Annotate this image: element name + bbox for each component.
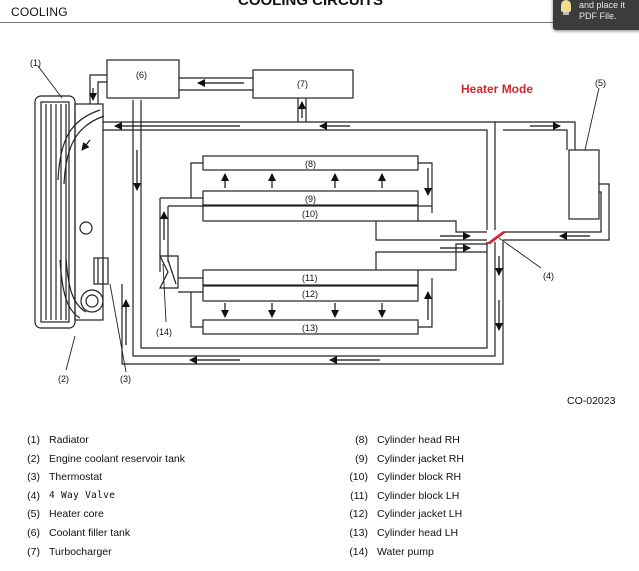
callout-8: (8) — [305, 159, 316, 169]
callout-7: (7) — [297, 79, 308, 89]
callout-6: (6) — [136, 70, 147, 80]
legend-item: (1)Radiator — [27, 434, 89, 446]
legend-left: (1)Radiator (2)Engine coolant reservoir … — [10, 431, 185, 561]
callout-5: (5) — [595, 78, 606, 88]
turbocharger — [252, 69, 354, 99]
callout-9: (9) — [305, 194, 316, 204]
cylinder-block-rh — [202, 205, 419, 222]
legend-item: (9)Cylinder jacket RH — [355, 452, 464, 465]
callout-13: (13) — [302, 323, 318, 333]
cylinder-jacket-lh — [202, 285, 419, 302]
legend-item: (2)Engine coolant reservoir tank — [27, 452, 185, 465]
section-label: COOLING — [11, 5, 68, 19]
legend-item: (11)Cylinder block LH — [350, 489, 460, 502]
header-divider — [0, 22, 639, 23]
notification-toast[interactable]: and place it PDF File. — [553, 0, 639, 30]
notification-text: and place it PDF File. — [579, 0, 626, 21]
heater-mode-label: Heater Mode — [461, 82, 533, 96]
callout-3: (3) — [120, 374, 131, 384]
legend-item: (10)Cylinder block RH — [349, 471, 462, 484]
callout-11: (11) — [302, 273, 317, 283]
radiator — [34, 95, 76, 329]
legend-item: (6)Coolant filler tank — [27, 526, 131, 539]
lightbulb-icon — [561, 0, 571, 15]
legend-item: (3)Thermostat — [27, 471, 103, 484]
legend-item: (13)Cylinder head LH — [349, 526, 459, 539]
page-title: COOLING CIRCUITS — [238, 0, 383, 9]
water-pump — [159, 255, 179, 289]
callout-14: (14) — [156, 327, 172, 337]
legend-item: (12)Cylinder jacket LH — [349, 508, 463, 521]
legend-item: (14)Water pump — [349, 545, 434, 558]
legend-item: (4)4 Way Valve — [27, 489, 116, 502]
callout-2: (2) — [58, 374, 69, 384]
heater-core — [568, 149, 600, 220]
legend-item: (7)Turbocharger — [27, 545, 112, 558]
callout-10: (10) — [302, 209, 318, 219]
thermostat — [93, 257, 109, 285]
legend-item: (8)Cylinder head RH — [355, 434, 460, 446]
coolant-filler-tank — [106, 59, 180, 99]
callout-4: (4) — [543, 271, 554, 281]
cooling-circuit-diagram: (1) (6) (7) (5) (8) (9) (10) (11) (12) (… — [30, 58, 610, 384]
valve-highlight — [486, 231, 506, 245]
callout-1: (1) — [30, 58, 41, 68]
callout-12: (12) — [302, 289, 318, 299]
legend-right: (8)Cylinder head RH (9)Cylinder jacket R… — [338, 431, 464, 561]
legend-item: (5)Heater core — [27, 508, 104, 521]
figure-code: CO-02023 — [567, 395, 616, 407]
